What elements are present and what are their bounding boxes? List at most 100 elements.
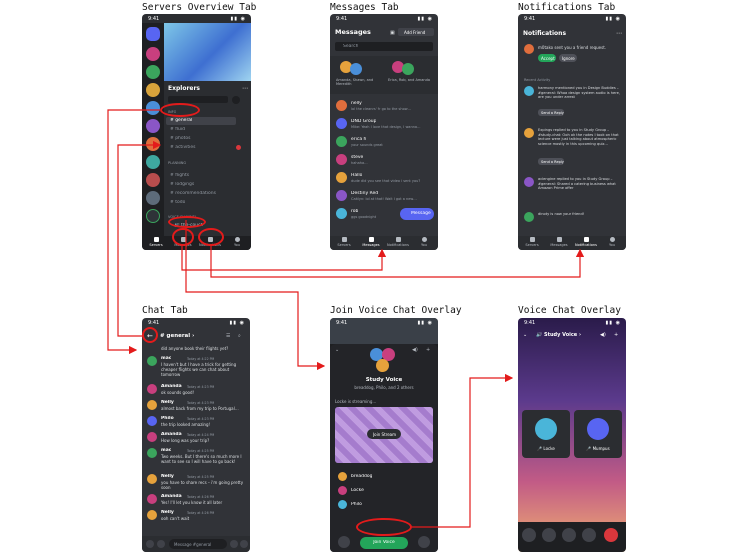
- join-stream-button[interactable]: [367, 429, 401, 439]
- server-icon[interactable]: [146, 155, 160, 169]
- chat-author: Amanda: [161, 432, 182, 437]
- channel-title-label: general: [166, 333, 191, 339]
- search-bar[interactable]: [168, 96, 228, 103]
- channel-item[interactable]: # lodgings: [170, 182, 195, 187]
- group-avatar[interactable]: [350, 63, 362, 75]
- server-name[interactable]: Explorers: [168, 85, 201, 92]
- chat-icon[interactable]: [418, 536, 430, 548]
- tab-messages[interactable]: Messages: [548, 237, 570, 247]
- server-icon[interactable]: [146, 173, 160, 187]
- server-icon[interactable]: [146, 65, 160, 79]
- chat-avatar: [147, 474, 157, 484]
- search-input[interactable]: [335, 42, 433, 51]
- speaker-icon[interactable]: ◀): [412, 347, 418, 353]
- tab-notifications[interactable]: Notifications: [387, 237, 409, 247]
- participant-tile[interactable]: 🎤 Mumpus: [574, 410, 622, 458]
- dm-avatar[interactable]: [336, 100, 347, 111]
- collapse-icon[interactable]: ⌄: [523, 332, 528, 338]
- channel-item[interactable]: # general: [170, 118, 193, 123]
- server-icon[interactable]: [146, 119, 160, 133]
- dm-name[interactable]: erica h: [351, 137, 367, 142]
- chat-avatar: [147, 494, 157, 504]
- threads-icon[interactable]: ☰: [226, 333, 231, 339]
- emoji-icon[interactable]: [230, 540, 238, 548]
- gift-icon[interactable]: [157, 540, 165, 548]
- participant-name: 🎤 Locke: [537, 446, 555, 451]
- dm-home-icon[interactable]: [146, 27, 160, 41]
- dm-name[interactable]: Destiny Red: [351, 191, 379, 196]
- accept-button[interactable]: [538, 54, 556, 62]
- dm-name[interactable]: Hallo: [351, 173, 363, 178]
- dm-name[interactable]: rob: [351, 209, 359, 214]
- dm-avatar[interactable]: [336, 208, 347, 219]
- ignore-button[interactable]: [559, 54, 577, 62]
- user-add-icon[interactable]: +: [426, 347, 431, 353]
- mic-icon[interactable]: [338, 536, 350, 548]
- group-avatar[interactable]: [340, 61, 352, 73]
- status-icons: ▮▮ ◉: [417, 16, 433, 22]
- add-friend-button[interactable]: [398, 28, 434, 36]
- dm-name[interactable]: DND Group: [351, 119, 377, 124]
- send-reply-button[interactable]: [538, 109, 564, 116]
- add-server-icon[interactable]: [146, 209, 160, 223]
- section-header: PLANNING: [168, 161, 187, 165]
- tab-servers[interactable]: Servers: [521, 237, 543, 247]
- channel-item[interactable]: # todo: [170, 200, 186, 205]
- dm-avatar[interactable]: [336, 154, 347, 165]
- new-message-button[interactable]: [400, 208, 434, 220]
- dm-avatar[interactable]: [336, 172, 347, 183]
- more-icon[interactable]: ⋯: [616, 30, 622, 37]
- channel-item[interactable]: # activities: [170, 145, 196, 150]
- participant-tile[interactable]: 🎤 Locke: [522, 410, 570, 458]
- group-avatar[interactable]: [402, 63, 414, 75]
- server-icon[interactable]: [146, 101, 160, 115]
- leave-call-icon[interactable]: [604, 528, 618, 542]
- search-icon[interactable]: ⌕: [238, 333, 241, 339]
- tab-servers[interactable]: Servers: [333, 237, 355, 247]
- stream-preview[interactable]: Join Stream: [335, 407, 433, 463]
- arrow-general-to-chat: [107, 109, 160, 355]
- recent-activity-header: Recent Activity: [524, 78, 551, 82]
- server-icon[interactable]: [146, 191, 160, 205]
- send-reply-label: Send a Reply: [541, 159, 564, 164]
- channel-item[interactable]: # photos: [170, 136, 191, 141]
- channel-item[interactable]: # recommendations: [170, 191, 216, 196]
- collapse-icon[interactable]: ⌄: [335, 347, 340, 353]
- dm-avatar[interactable]: [336, 136, 347, 147]
- dm-avatar[interactable]: [336, 190, 347, 201]
- activity-icon[interactable]: [582, 528, 596, 542]
- message-input[interactable]: [169, 539, 227, 549]
- add-member-icon[interactable]: [232, 96, 240, 104]
- dm-name[interactable]: steve: [351, 155, 364, 160]
- chat-text: ooh can't wait: [161, 516, 190, 521]
- mic-icon[interactable]: [240, 540, 248, 548]
- status-time: 9:41: [524, 16, 536, 22]
- tab-you[interactable]: You: [601, 237, 623, 247]
- server-icon[interactable]: [146, 47, 160, 61]
- tab-messages[interactable]: Messages: [360, 237, 382, 247]
- tab-you[interactable]: You: [226, 237, 248, 247]
- join-voice-button[interactable]: [360, 537, 408, 549]
- screen-share-icon[interactable]: [542, 528, 556, 542]
- camera-icon[interactable]: ▣: [390, 30, 395, 36]
- tab-you[interactable]: You: [413, 237, 435, 247]
- participant-avatar: [338, 472, 347, 481]
- send-reply-button[interactable]: [538, 158, 564, 165]
- server-icon[interactable]: [146, 83, 160, 97]
- chat-icon[interactable]: [562, 528, 576, 542]
- tab-notifications[interactable]: Notifications: [575, 237, 597, 247]
- tab-servers[interactable]: Servers: [145, 237, 167, 247]
- user-add-icon[interactable]: +: [614, 332, 619, 338]
- speaker-icon[interactable]: ◀): [600, 332, 606, 338]
- chat-avatar: [147, 384, 157, 394]
- channel-item[interactable]: # fluid: [170, 127, 185, 132]
- more-icon[interactable]: ⋯: [242, 85, 248, 92]
- dm-name[interactable]: nelly: [351, 101, 362, 106]
- plus-icon[interactable]: [146, 540, 154, 548]
- dm-avatar[interactable]: [336, 118, 347, 129]
- video-off-icon[interactable]: [522, 528, 536, 542]
- group-avatar[interactable]: [392, 61, 404, 73]
- chat-screen: 9:41▮▮ ◉ ← # general › ☰ ⌕ Message #gene…: [142, 318, 250, 552]
- channel-item[interactable]: # flights: [170, 173, 190, 178]
